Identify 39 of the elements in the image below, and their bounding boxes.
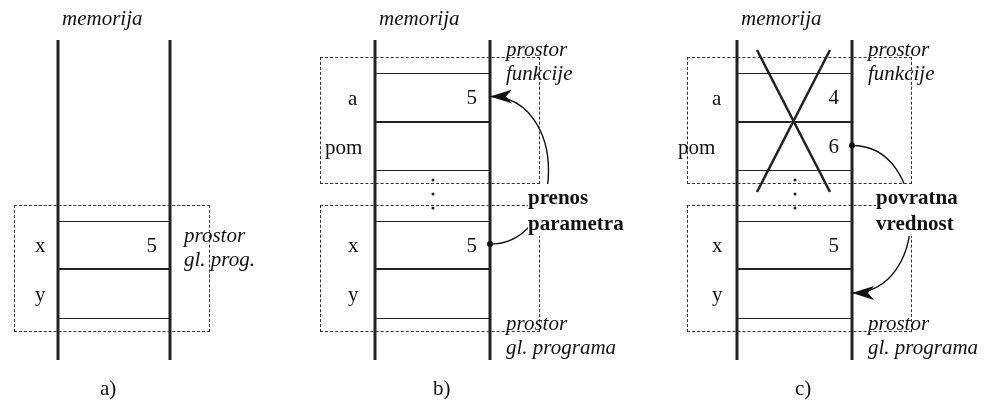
edge-label: povratna vrednost xyxy=(876,184,958,236)
variable-name: pom xyxy=(325,135,363,159)
variable-name: x xyxy=(712,233,723,257)
cell-value: 5 xyxy=(466,232,477,258)
panel-label: a) xyxy=(100,376,117,401)
region-title: prostor funkcije xyxy=(868,37,935,85)
variable-name: y xyxy=(712,282,723,306)
cell-value: 6 xyxy=(828,134,839,159)
edge-label: prenos parametra xyxy=(528,184,624,236)
variable-name: a xyxy=(712,86,722,110)
column-heading: memorija xyxy=(379,6,460,31)
panel-label: b) xyxy=(433,376,451,401)
memory-cell xyxy=(738,73,853,122)
memory-cell xyxy=(738,122,853,171)
region-title: prostor funkcije xyxy=(506,37,573,85)
panel-label: c) xyxy=(795,376,812,401)
region-title: prostor gl. prog. xyxy=(184,223,255,271)
cell-value: 5 xyxy=(146,232,157,258)
memory-cell xyxy=(376,73,491,122)
variable-name: a xyxy=(348,86,358,110)
variable-name: pom xyxy=(678,135,716,159)
column-heading: memorija xyxy=(62,6,143,31)
cell-value: 4 xyxy=(828,85,839,110)
column-heading: memorija xyxy=(741,6,822,31)
variable-name: x xyxy=(35,233,46,257)
memory-cell xyxy=(376,122,491,171)
variable-name: x xyxy=(348,233,359,257)
memory-cell xyxy=(376,221,491,269)
region-title: prostor gl. programa xyxy=(506,311,617,359)
memory-cell xyxy=(738,221,853,269)
memory-cell xyxy=(738,269,853,319)
cell-value: 5 xyxy=(828,232,839,258)
memory-cell xyxy=(376,269,491,319)
memory-cell xyxy=(59,269,171,319)
memory-cell xyxy=(59,221,171,269)
region-title: prostor gl. programa xyxy=(868,311,979,359)
variable-name: y xyxy=(35,282,46,306)
variable-name: y xyxy=(348,282,359,306)
cell-value: 5 xyxy=(466,85,477,110)
